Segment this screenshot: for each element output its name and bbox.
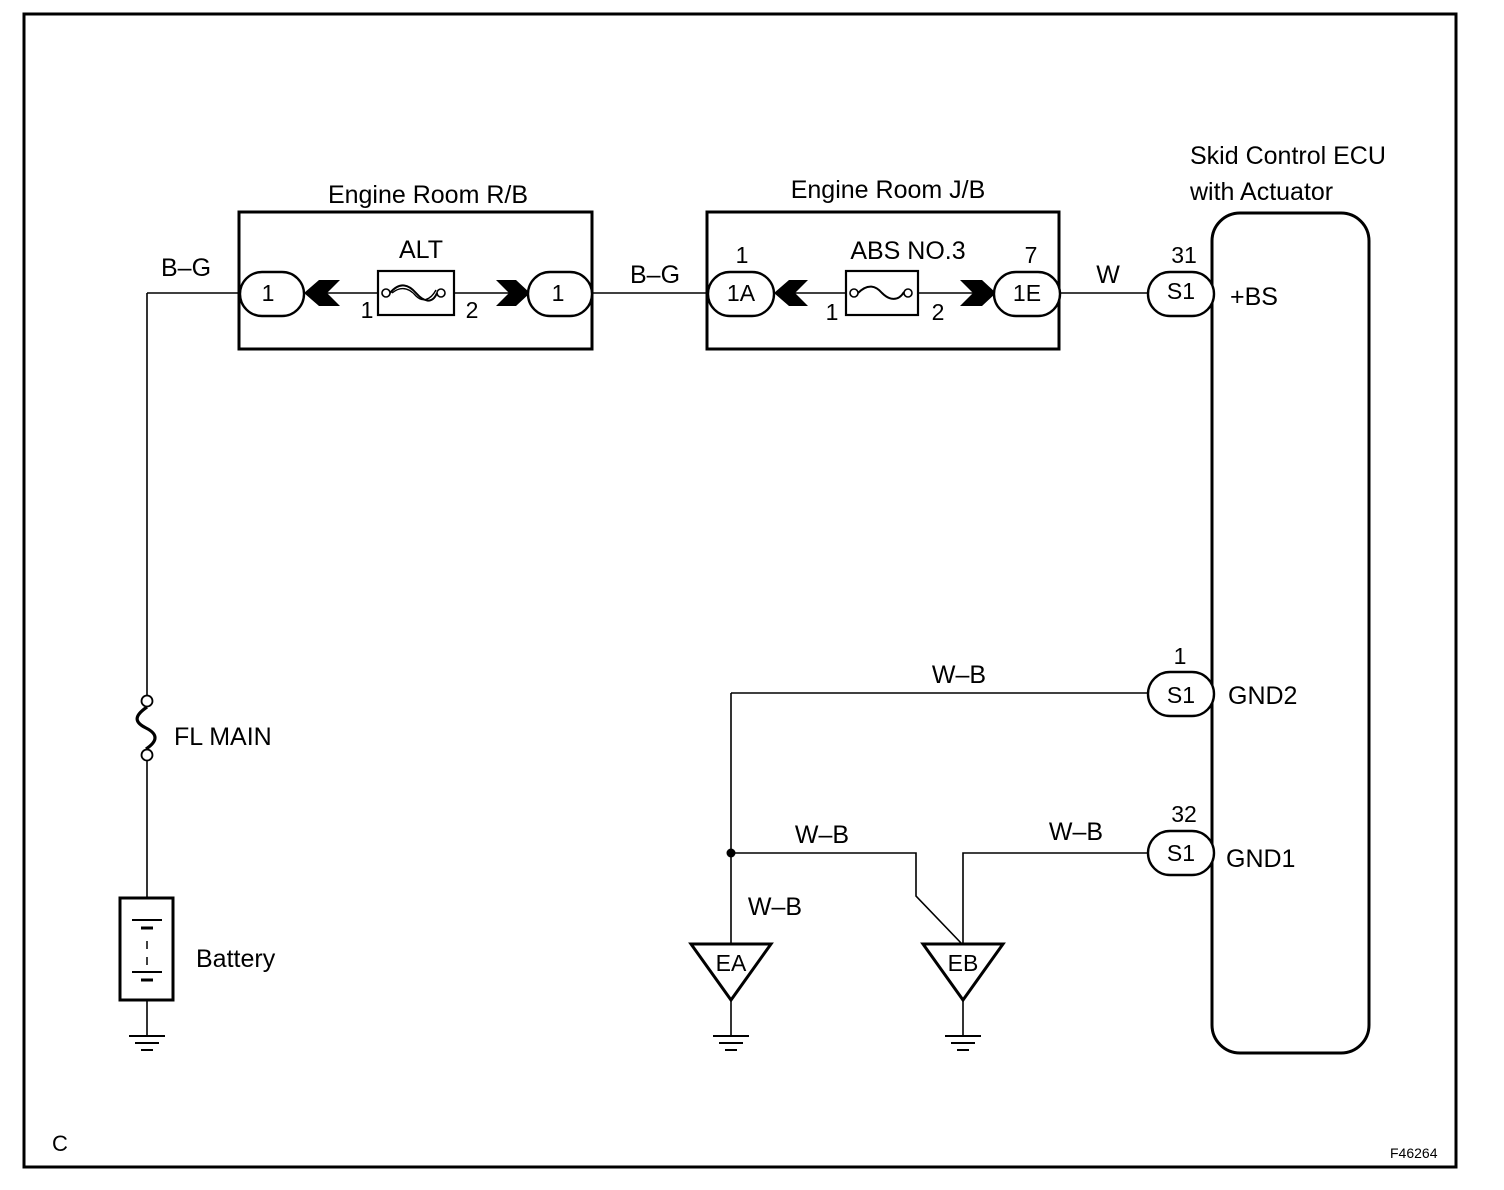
connector-label: 1	[552, 280, 565, 306]
connector-arrow-icon	[960, 280, 996, 306]
fuse-pin-label: 1	[826, 299, 839, 325]
ground-label: EA	[716, 950, 747, 976]
fuse-terminal	[436, 288, 446, 298]
pin-number: 31	[1171, 242, 1197, 268]
splice-point	[726, 848, 736, 858]
terminal-name: +BS	[1230, 283, 1278, 311]
connector-label: 1	[262, 280, 275, 306]
ground-triangle	[920, 942, 1006, 1003]
fuse-element-icon	[857, 285, 905, 300]
wire-color-label: W–B	[932, 661, 986, 689]
wire-gnd1	[962, 852, 1148, 944]
pin-number: 1	[736, 242, 749, 268]
fuse-pin-label: 2	[932, 299, 945, 325]
fl-main-label: FL MAIN	[174, 723, 272, 751]
fuse-pin-label: 2	[466, 297, 479, 323]
connector-label: S1	[1167, 840, 1195, 866]
connector-arrow-icon	[304, 280, 340, 306]
figure-code: F46264	[1390, 1145, 1438, 1161]
junction-block-box	[705, 210, 1061, 351]
ecu-body	[1210, 211, 1371, 1055]
fl-main-fusible-link: FL MAIN	[135, 694, 272, 762]
ground-icon	[945, 1035, 981, 1051]
fuse-element-icon	[391, 287, 437, 301]
wire-color-label: W	[1096, 261, 1120, 289]
wire-color-label: B–G	[630, 261, 680, 289]
connector-arrow-icon	[774, 280, 808, 306]
fuse-terminal	[140, 748, 154, 762]
skid-control-ecu: Skid Control ECU with Actuator 31 S1 +BS…	[1146, 142, 1386, 1055]
wire-color-label: B–G	[161, 254, 211, 282]
wire-color-label: W–B	[1049, 818, 1103, 846]
junction-block-title: Engine Room J/B	[791, 176, 986, 204]
fusible-link-icon	[135, 705, 157, 751]
terminal-name: GND2	[1228, 682, 1297, 710]
connector-pill	[1146, 829, 1216, 877]
ground-point-ea: EA	[688, 942, 774, 1003]
fuse-element-icon	[389, 284, 438, 302]
ground-icon	[713, 1035, 749, 1051]
ecu-title: Skid Control ECU	[1190, 142, 1386, 170]
connector-label: S1	[1167, 682, 1195, 708]
relay-block-title: Engine Room R/B	[328, 181, 528, 209]
connector-arrow-icon	[496, 280, 530, 306]
ecu-subtitle: with Actuator	[1189, 178, 1333, 206]
relay-block-box	[237, 210, 594, 351]
wire-gnd-branch	[731, 852, 963, 945]
battery: Battery	[118, 896, 276, 1002]
pin-number: 32	[1171, 801, 1197, 827]
fuse-terminal	[849, 288, 859, 298]
connector-label: 1E	[1013, 280, 1041, 306]
connector-pill	[1146, 270, 1216, 318]
ground-triangle	[688, 942, 774, 1003]
battery-label: Battery	[196, 945, 276, 973]
connector-pill	[1146, 670, 1216, 718]
fuse-terminal	[903, 288, 913, 298]
wires	[146, 292, 1148, 1035]
connector-pill	[238, 270, 306, 318]
pin-number: 7	[1025, 242, 1038, 268]
wire-color-label: W–B	[748, 893, 802, 921]
engine-room-relay-block: Engine Room R/B ALT 1 1 2 1	[237, 181, 594, 351]
connector-label: 1A	[727, 280, 756, 306]
pin-number: 1	[1174, 643, 1187, 669]
engine-room-junction-block: Engine Room J/B ABS NO.3 1 7 1A 1 2 1E	[705, 176, 1062, 351]
terminal-name: GND1	[1226, 845, 1295, 873]
fuse-pin-label: 1	[361, 297, 374, 323]
relay-block-fuse-label: ALT	[399, 236, 443, 264]
ground-icon	[129, 1035, 165, 1051]
fuse-terminal	[381, 288, 391, 298]
connector-label: S1	[1167, 278, 1195, 304]
fuse-terminal	[140, 694, 154, 708]
connector-pill	[526, 270, 594, 318]
connector-pill	[706, 270, 776, 318]
ground-point-eb: EB	[920, 942, 1006, 1003]
diagram-frame	[22, 12, 1458, 1169]
junction-block-fuse-label: ABS NO.3	[850, 237, 965, 265]
connector-pill	[992, 270, 1062, 318]
wire-color-label: W–B	[795, 821, 849, 849]
page-letter: C	[52, 1131, 68, 1156]
ground-label: EB	[948, 950, 979, 976]
